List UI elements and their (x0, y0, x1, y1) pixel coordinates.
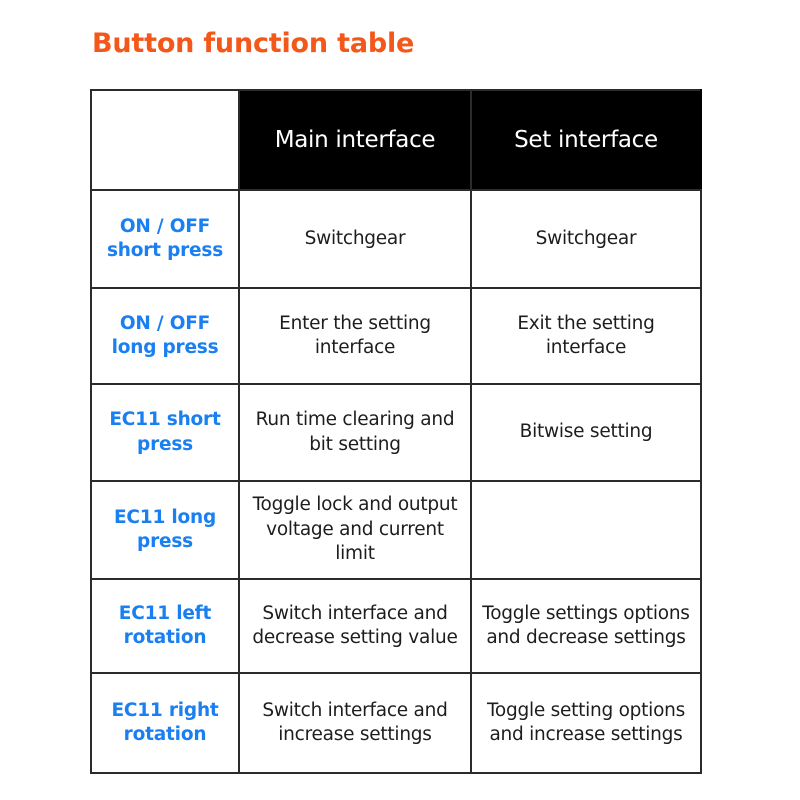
table-row: EC11 long press Toggle lock and output v… (90, 480, 702, 580)
row-main-ec11-long-press: Toggle lock and output voltage and curre… (238, 480, 472, 580)
row-main-ec11-left-rotation: Switch interface and decrease setting va… (238, 578, 472, 674)
table-row: EC11 left rotation Switch interface and … (90, 578, 702, 674)
row-key-on-off-long-press: ON / OFF long press (90, 287, 240, 385)
header-cell-set-interface: Set interface (470, 89, 702, 191)
header-cell-main-interface: Main interface (238, 89, 472, 191)
row-key-ec11-short-press: EC11 short press (90, 383, 240, 482)
row-set-ec11-long-press (470, 480, 702, 580)
row-key-ec11-right-rotation: EC11 right rotation (90, 672, 240, 774)
table-row: ON / OFF long press Enter the setting in… (90, 287, 702, 385)
row-set-ec11-right-rotation: Toggle setting options and increase sett… (470, 672, 702, 774)
row-key-ec11-long-press: EC11 long press (90, 480, 240, 580)
row-set-ec11-left-rotation: Toggle settings options and decrease set… (470, 578, 702, 674)
row-set-on-off-long-press: Exit the setting interface (470, 287, 702, 385)
header-cell-blank (90, 89, 240, 191)
table-header: Main interface Set interface (90, 89, 702, 191)
table-row: EC11 right rotation Switch interface and… (90, 672, 702, 774)
table-body: ON / OFF short press Switchgear Switchge… (90, 189, 702, 774)
row-main-ec11-right-rotation: Switch interface and increase settings (238, 672, 472, 774)
row-main-on-off-long-press: Enter the setting interface (238, 287, 472, 385)
page-title: Button function table (92, 28, 415, 59)
row-main-on-off-short-press: Switchgear (238, 189, 472, 289)
button-function-table: Main interface Set interface ON / OFF sh… (90, 89, 702, 774)
table-header-row: Main interface Set interface (90, 89, 702, 191)
row-key-ec11-left-rotation: EC11 left rotation (90, 578, 240, 674)
row-key-on-off-short-press: ON / OFF short press (90, 189, 240, 289)
table-row: EC11 short press Run time clearing and b… (90, 383, 702, 482)
row-main-ec11-short-press: Run time clearing and bit setting (238, 383, 472, 482)
table-row: ON / OFF short press Switchgear Switchge… (90, 189, 702, 289)
row-set-ec11-short-press: Bitwise setting (470, 383, 702, 482)
row-set-on-off-short-press: Switchgear (470, 189, 702, 289)
